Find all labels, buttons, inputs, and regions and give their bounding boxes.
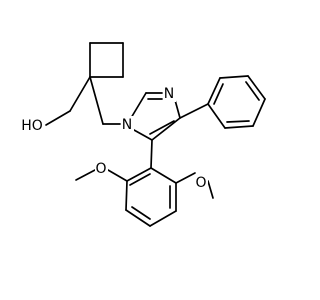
hydroxyl-label: HO xyxy=(21,118,43,134)
bond-aryl-1 xyxy=(126,167,152,182)
bond-phenyl-2 xyxy=(219,75,249,79)
imidazole-n3-label: N xyxy=(164,86,174,102)
structure-diagram: HO N N O O xyxy=(20,42,266,227)
bond-aryl-2 xyxy=(125,180,128,211)
bond-quaternary-ch2-linker xyxy=(89,76,104,125)
bond-c5-n1 xyxy=(133,129,153,141)
bond-quaternary-ch2 xyxy=(69,76,91,112)
bond-phenyl-4 xyxy=(252,98,266,127)
bond-aryl-o-right xyxy=(175,172,196,184)
atom-labels: HO N N O O xyxy=(20,85,208,191)
bond-aryl-6 xyxy=(150,167,177,184)
bond-phenyl-1b xyxy=(213,83,224,105)
bond-aryl-1b xyxy=(129,173,151,186)
bond-o-methyl-right xyxy=(207,180,214,199)
bond-c4-c5-b xyxy=(149,120,175,135)
bond-aryl-3b xyxy=(131,206,151,220)
bond-phenyl-5 xyxy=(224,125,254,129)
methoxy-o-left-label: O xyxy=(95,161,106,177)
bond-aryl-3 xyxy=(125,209,151,227)
bond-phenyl-6 xyxy=(207,103,226,129)
bond-aryl-4 xyxy=(149,210,177,227)
bond-phenyl-3b xyxy=(245,81,260,101)
methoxy-o-right-label: O xyxy=(195,175,206,191)
bond-aryl-o-left xyxy=(107,169,128,182)
bond-ch2-oh xyxy=(45,110,71,126)
bond-n1-c2 xyxy=(130,92,147,119)
bond-phenyl-3 xyxy=(247,75,266,100)
bond-phenyl-1 xyxy=(207,77,221,105)
bond-o-methyl-left xyxy=(75,169,96,181)
bond-c5-aryl xyxy=(150,139,153,169)
bond-n3-c4 xyxy=(174,99,181,119)
bond-c4-c5-a xyxy=(151,117,181,141)
bonds xyxy=(45,42,266,227)
bond-phenyl-5b xyxy=(226,120,250,123)
imidazole-n1-label: N xyxy=(122,117,132,133)
bond-c4-phenyl xyxy=(179,103,209,119)
